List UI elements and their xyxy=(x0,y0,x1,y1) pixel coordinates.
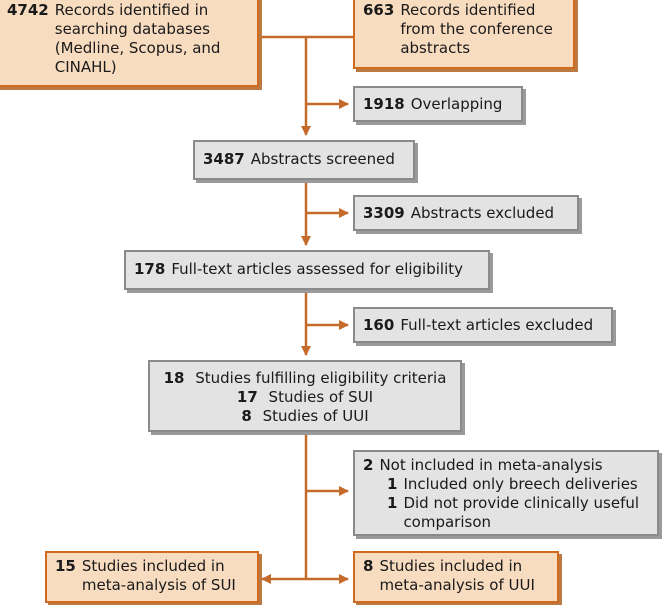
box-fulltext-assessed: 178 Full-text articles assessed for elig… xyxy=(124,250,490,290)
no-comparison-label: Did not provide clinically useful compar… xyxy=(403,494,640,531)
box-fulltext-excluded: 160 Full-text articles excluded xyxy=(353,307,613,343)
box-uui-meta-analysis: 8 Studies included in meta-analysis of U… xyxy=(353,551,559,603)
fulltext-excluded-count: 160 xyxy=(363,316,395,334)
not-included-label: Not included in meta-analysis xyxy=(379,456,603,474)
not-included-count: 2 xyxy=(363,456,374,474)
abstracts-excluded-label: Abstracts excluded xyxy=(410,204,555,222)
no-comparison-count: 1 xyxy=(387,494,398,512)
sui-meta-label: Studies included in meta-analysis of SUI xyxy=(81,557,236,594)
fulltext-excluded-label: Full-text articles excluded xyxy=(400,316,594,334)
box-database-records: 4742 Records identified in searching dat… xyxy=(0,0,259,87)
uui-meta-count: 8 xyxy=(363,557,374,575)
fulltext-assessed-label: Full-text articles assessed for eligibil… xyxy=(171,260,464,278)
eligible-studies-label: Studies fulfilling eligibility criteria xyxy=(195,369,447,387)
database-records-label: Records identified in searching database… xyxy=(54,1,221,76)
breech-count: 1 xyxy=(387,475,398,493)
box-eligible-studies: 18 Studies fulfilling eligibility criter… xyxy=(148,360,462,432)
box-conference-records: 663 Records identified from the conferen… xyxy=(353,0,575,69)
abstracts-screened-label: Abstracts screened xyxy=(250,150,395,168)
abstracts-screened-count: 3487 xyxy=(203,150,245,168)
box-sui-meta-analysis: 15 Studies included in meta-analysis of … xyxy=(45,551,259,603)
abstracts-excluded-count: 3309 xyxy=(363,204,405,222)
database-records-count: 4742 xyxy=(7,1,49,19)
breech-label: Included only breech deliveries xyxy=(403,475,638,493)
box-abstracts-screened: 3487 Abstracts screened xyxy=(193,140,415,180)
sui-studies-count: 17 xyxy=(236,388,258,406)
fulltext-assessed-count: 178 xyxy=(134,260,166,278)
conference-records-count: 663 xyxy=(363,1,395,19)
sui-meta-count: 15 xyxy=(55,557,76,575)
sui-studies-label: Studies of SUI xyxy=(268,388,374,406)
box-not-included: 2 Not included in meta-analysis 1 Includ… xyxy=(353,450,659,536)
box-abstracts-excluded: 3309 Abstracts excluded xyxy=(353,195,579,231)
uui-meta-label: Studies included in meta-analysis of UUI xyxy=(379,557,535,594)
overlapping-count: 1918 xyxy=(363,95,405,113)
eligible-studies-count: 18 xyxy=(163,369,185,387)
box-overlapping: 1918 Overlapping xyxy=(353,86,523,122)
conference-records-label: Records identified from the conference a… xyxy=(400,1,553,57)
uui-studies-label: Studies of UUI xyxy=(262,407,369,425)
uui-studies-count: 8 xyxy=(241,407,252,425)
overlapping-label: Overlapping xyxy=(410,95,503,113)
